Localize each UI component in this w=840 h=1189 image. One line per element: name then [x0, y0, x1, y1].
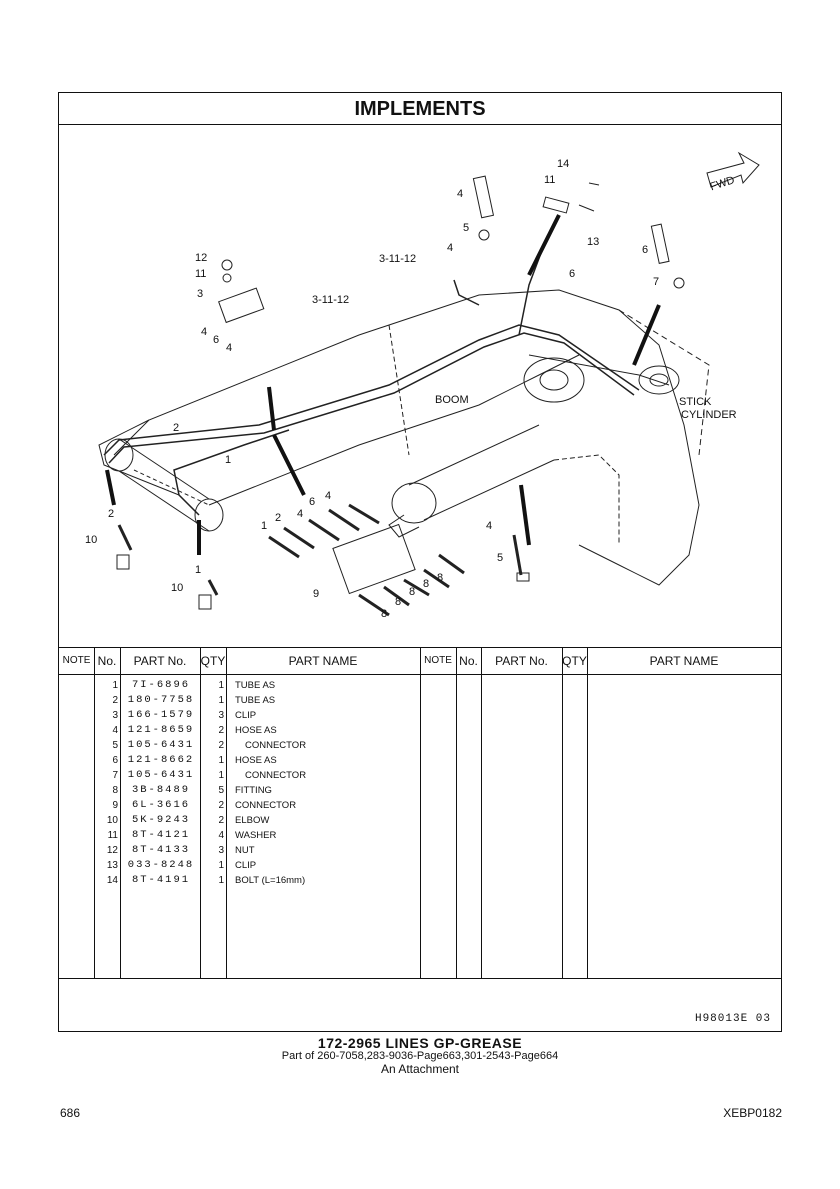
- callout: 4: [226, 342, 232, 354]
- part-of-reference: Part of 260-7058,283-9036-Page663,301-25…: [281, 1050, 559, 1062]
- document-code: XEBP0182: [723, 1106, 782, 1120]
- drawing-reference: H98013E 03: [694, 1013, 771, 1025]
- ref-label-b: 3-11-12: [312, 294, 349, 306]
- header-part-no-right: PART No.: [495, 654, 548, 668]
- table-row: 12 8T-4133 3 NUT: [106, 844, 255, 856]
- callout: 2: [108, 508, 114, 520]
- table-row: 4 121-8659 2 HOSE AS: [112, 724, 277, 736]
- callout: 6: [213, 334, 219, 346]
- callout: 4: [325, 490, 331, 502]
- fwd-label: FWD: [709, 174, 737, 193]
- callout: 9: [313, 588, 319, 600]
- stick-label: STICK: [679, 396, 712, 408]
- callout: 2: [173, 422, 179, 434]
- callout: 14: [557, 158, 569, 170]
- parts-list-table: NOTE No. PART No. QTY PART NAME NOTE No.…: [59, 647, 781, 978]
- callout: 8: [437, 572, 443, 584]
- header-part-name: PART NAME: [288, 654, 358, 668]
- boom-label: BOOM: [435, 394, 469, 406]
- callout: 6: [642, 244, 648, 256]
- callout: 1: [261, 520, 267, 532]
- callout: 10: [171, 582, 183, 594]
- callout: 4: [486, 520, 492, 532]
- header-qty: QTY: [200, 654, 226, 668]
- callout: 8: [423, 578, 429, 590]
- table-row: 6 121-8662 1 HOSE AS: [112, 754, 277, 766]
- section-title: IMPLEMENTS: [59, 93, 781, 125]
- cylinder-label: CYLINDER: [681, 409, 737, 421]
- ref-label-a: 3-11-12: [379, 253, 416, 265]
- callout: 4: [457, 188, 463, 200]
- callout: 13: [587, 236, 599, 248]
- callout: 3: [197, 288, 203, 300]
- header-qty-right: QTY: [562, 654, 587, 668]
- boom-grease-lines-illustration: FWD BOOM STICK CYLINDER 3-11-12 3-11-12 …: [85, 151, 760, 620]
- table-row: 8 3B-8489 5 FITTING: [112, 784, 272, 796]
- header-part-no: PART No.: [133, 654, 187, 668]
- table-row: 9 6L-3616 2 CONNECTOR: [112, 799, 297, 811]
- header-note-right: NOTE: [424, 655, 452, 666]
- page-number: 686: [60, 1106, 81, 1120]
- callout: 8: [409, 586, 415, 598]
- callout: 6: [309, 496, 315, 508]
- callout: 4: [447, 242, 453, 254]
- callout: 8: [395, 596, 401, 608]
- table-row: 13 033-8248 1 CLIP: [106, 859, 257, 871]
- table-row: 1 7I-6896 1 TUBE AS: [112, 679, 276, 691]
- header-part-name-right: PART NAME: [649, 654, 719, 668]
- callout: 2: [275, 512, 281, 524]
- parts-page-frame: IMPLEMENTS: [58, 92, 782, 1032]
- table-row: 7 105-6431 1 CONNECTOR: [112, 769, 307, 781]
- callout: 6: [569, 268, 575, 280]
- table-row: 3 166-1579 3 CLIP: [112, 709, 257, 721]
- table-row: 14 8T-4191 1 BOLT (L=16mm): [106, 874, 306, 886]
- table-row: 5 105-6431 2 CONNECTOR: [112, 739, 307, 751]
- table-row: 2 180-7758 1 TUBE AS: [112, 694, 276, 706]
- callout: 1: [195, 564, 201, 576]
- table-row: 10 5K-9243 2 ELBOW: [106, 814, 270, 826]
- callout: 11: [544, 174, 555, 186]
- callout: 10: [85, 534, 97, 546]
- callout: 12: [195, 252, 207, 264]
- group-title: 172-2965 LINES GP-GREASE: [317, 1035, 523, 1051]
- header-no: No.: [97, 654, 117, 668]
- exploded-diagram: FWD BOOM STICK CYLINDER 3-11-12 3-11-12 …: [59, 125, 781, 647]
- callout: 8: [381, 608, 387, 620]
- callout: 11: [195, 268, 206, 280]
- callout: 5: [497, 552, 503, 564]
- header-no-right: No.: [459, 654, 478, 668]
- callout: 4: [201, 326, 207, 338]
- callout: 4: [297, 508, 303, 520]
- callout: 1: [225, 454, 231, 466]
- header-note: NOTE: [62, 655, 91, 666]
- callout: 5: [463, 222, 469, 234]
- table-row: 11 8T-4121 4 WASHER: [107, 829, 277, 841]
- attachment-note: An Attachment: [380, 1062, 460, 1076]
- callout: 7: [653, 276, 659, 288]
